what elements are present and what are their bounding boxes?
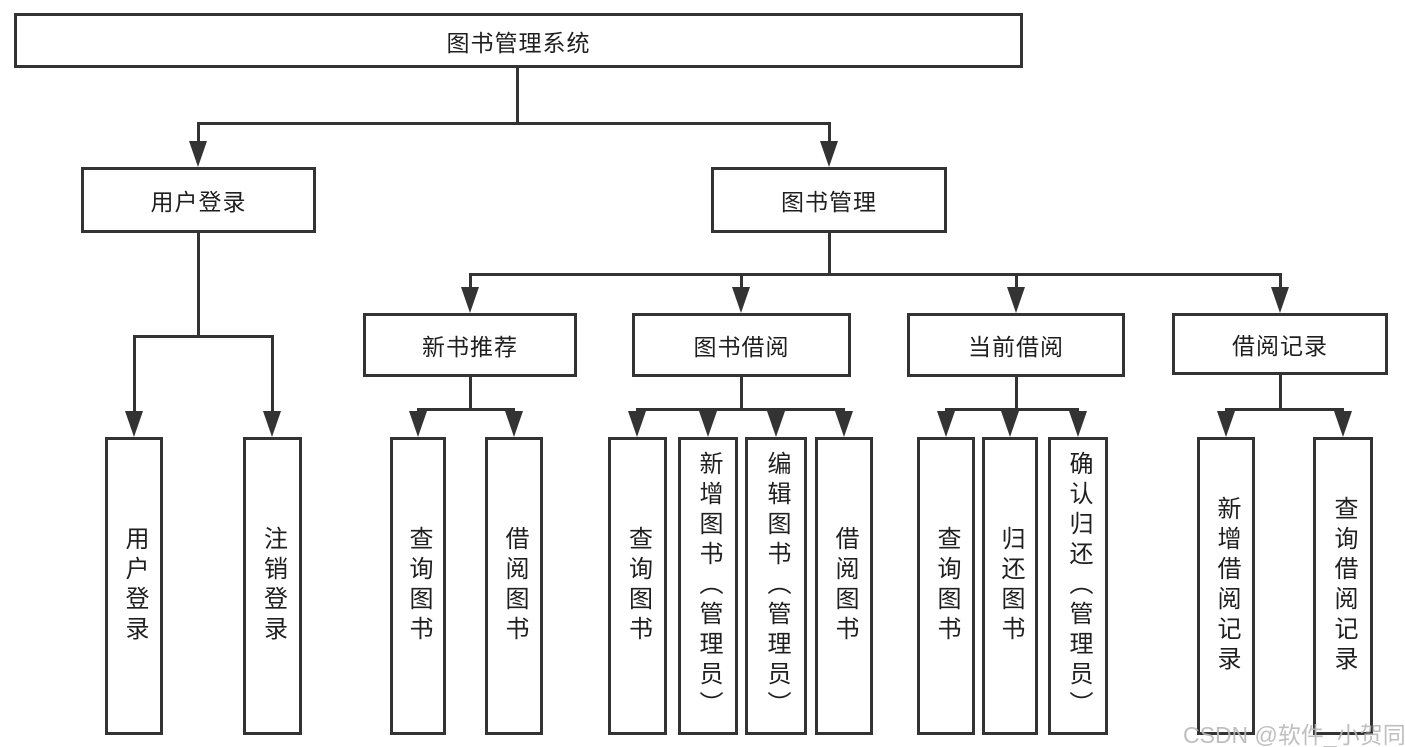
node-user-login: 用户登录 <box>81 167 316 233</box>
leaf-label: 编辑图书（管理员） <box>763 451 790 721</box>
node-new-book-recommendation: 新书推荐 <box>363 313 577 377</box>
leaf-label: 新增借阅记录 <box>1213 496 1240 676</box>
leaf-label: 借阅图书 <box>831 526 858 646</box>
connector-line <box>133 335 274 338</box>
node-book-management: 图书管理 <box>711 167 947 233</box>
node-label: 当前借阅 <box>968 334 1064 360</box>
leaf-current-return-books: 归还图书 <box>982 437 1038 735</box>
leaf-borrowing-edit-books-admin: 编辑图书（管理员） <box>745 437 807 735</box>
arrow-down-icon <box>1069 411 1087 437</box>
csdn-watermark: CSDN @软件_小贺同学 <box>1183 722 1405 747</box>
arrow-down-icon <box>699 411 717 437</box>
connector-line <box>469 273 1281 276</box>
connector-line <box>1015 273 1018 289</box>
leaf-recommend-query-books: 查询图书 <box>390 437 446 735</box>
leaf-label: 查询图书 <box>624 526 652 646</box>
leaf-recommend-borrow-books: 借阅图书 <box>485 437 543 735</box>
connector-line <box>197 122 831 125</box>
connector-line <box>1015 377 1018 410</box>
node-label: 图书借阅 <box>693 334 790 360</box>
arrow-down-icon <box>1217 411 1235 437</box>
connector-line <box>1279 375 1282 410</box>
arrow-down-icon <box>505 411 523 437</box>
connector-line <box>417 408 515 411</box>
arrow-down-icon <box>263 411 281 437</box>
arrow-down-icon <box>409 411 427 437</box>
node-label: 图书管理 <box>781 189 877 215</box>
connector-line <box>828 122 831 144</box>
connector-line <box>271 335 274 415</box>
node-label: 图书管理系统 <box>446 29 591 56</box>
arrow-down-icon <box>732 287 750 313</box>
leaf-current-confirm-return-admin: 确认归还（管理员） <box>1048 437 1108 735</box>
node-label: 新书推荐 <box>422 334 518 360</box>
connector-line <box>197 233 200 337</box>
leaf-label: 查询图书 <box>405 526 432 646</box>
arrow-down-icon <box>937 411 955 437</box>
leaf-label: 借阅图书 <box>501 526 528 646</box>
leaf-current-query-books: 查询图书 <box>917 437 975 735</box>
node-book-borrowing: 图书借阅 <box>632 313 851 377</box>
leaf-label: 确认归还（管理员） <box>1065 451 1092 721</box>
node-library-management-system: 图书管理系统 <box>14 13 1023 68</box>
leaf-borrowing-add-books-admin: 新增图书（管理员） <box>678 437 738 735</box>
node-label: 用户登录 <box>150 189 247 215</box>
connector-line <box>516 68 519 124</box>
node-borrowing-records: 借阅记录 <box>1172 313 1388 375</box>
connector-line <box>197 122 200 144</box>
leaf-label: 新增图书（管理员） <box>695 451 722 721</box>
connector-line <box>469 273 472 289</box>
connector-line <box>636 408 845 411</box>
connector-line <box>1279 273 1282 289</box>
connector-line <box>828 233 831 275</box>
leaf-records-add-borrow-record: 新增借阅记录 <box>1197 437 1255 735</box>
arrow-down-icon <box>461 287 479 313</box>
node-current-borrowing: 当前借阅 <box>907 313 1125 377</box>
leaf-label: 归还图书 <box>997 526 1024 646</box>
leaf-label: 查询借阅记录 <box>1330 496 1357 676</box>
leaf-label: 注销登录 <box>259 526 287 646</box>
connector-line <box>945 408 1079 411</box>
leaf-label: 用户登录 <box>121 526 148 646</box>
arrow-down-icon <box>835 411 853 437</box>
arrow-down-icon <box>1001 411 1019 437</box>
connector-line <box>133 335 136 415</box>
leaf-label: 查询图书 <box>933 526 960 646</box>
leaf-borrowing-borrow-books: 借阅图书 <box>815 437 873 735</box>
connector-line <box>469 377 472 410</box>
connector-line <box>1225 408 1344 411</box>
leaf-records-query-borrow-record: 查询借阅记录 <box>1313 437 1373 735</box>
leaf-borrowing-query-books: 查询图书 <box>608 437 667 735</box>
node-label: 借阅记录 <box>1232 333 1328 359</box>
arrow-down-icon <box>628 411 646 437</box>
arrow-down-icon <box>125 411 143 437</box>
arrow-down-icon <box>1271 287 1289 313</box>
arrow-down-icon <box>1334 411 1352 437</box>
connector-line <box>740 377 743 410</box>
leaf-user-login: 用户登录 <box>105 437 163 735</box>
arrow-down-icon <box>1007 287 1025 313</box>
leaf-logout-login: 注销登录 <box>243 437 302 735</box>
arrow-down-icon <box>767 411 785 437</box>
arrow-down-icon <box>820 141 838 167</box>
arrow-down-icon <box>189 141 207 167</box>
connector-line <box>740 273 743 289</box>
